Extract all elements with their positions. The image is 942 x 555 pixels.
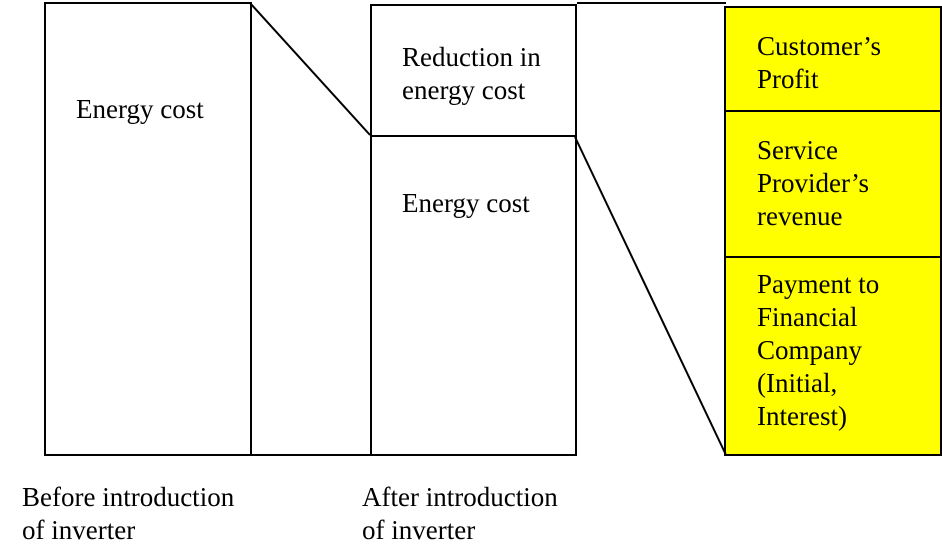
customer-profit-label: Customer’s Profit	[757, 31, 882, 94]
customer-profit-box	[724, 6, 942, 112]
reduction-in-energy-cost-label: Reduction in energy cost	[402, 42, 541, 105]
after-energy-cost-box	[370, 135, 577, 456]
energy-to-breakdown-diagonal-line	[574, 136, 727, 456]
after-energy-cost-label: Energy cost	[402, 188, 530, 218]
before-caption: Before introduction of inverter	[22, 482, 235, 545]
financial-payment-label: Payment to Financial Company (Initial, I…	[757, 269, 880, 431]
before-energy-cost-label: Energy cost	[76, 94, 204, 124]
after-caption: After introduction of inverter	[362, 482, 558, 545]
financial-payment-box	[724, 256, 942, 456]
before-energy-cost-box	[44, 2, 252, 456]
before-to-after-top-line	[249, 2, 371, 136]
service-provider-revenue-label: Service Provider’s revenue	[757, 135, 869, 231]
reduction-in-energy-cost-box	[370, 4, 577, 137]
